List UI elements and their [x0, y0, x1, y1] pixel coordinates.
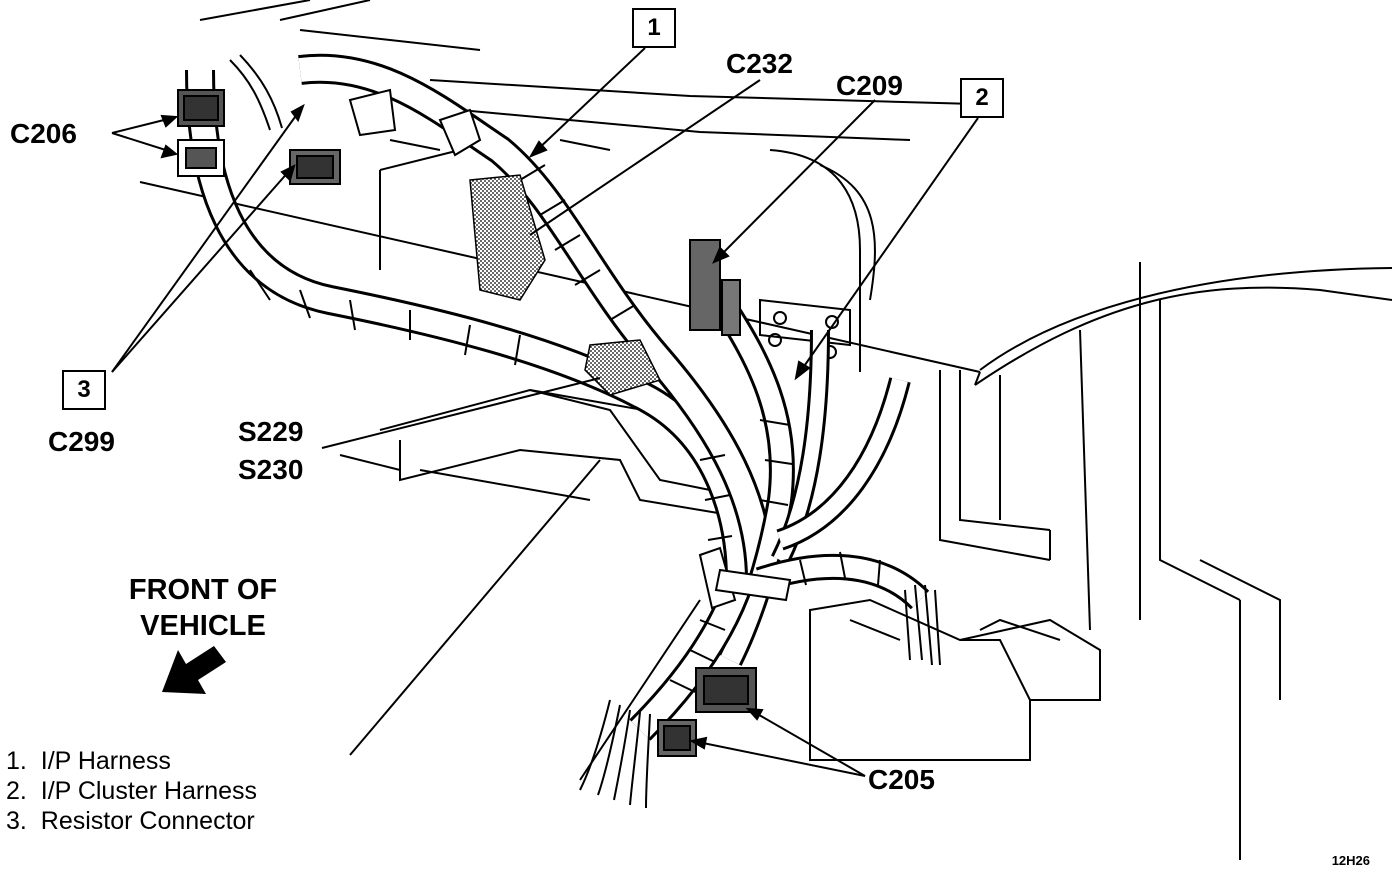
legend-item: 2. I/P Cluster Harness: [6, 776, 257, 806]
legend-item-number: 3.: [6, 807, 27, 835]
ip-harness-bundle: [185, 53, 941, 809]
callout-c299: C299: [48, 426, 115, 457]
legend-item: 1. I/P Harness: [6, 746, 257, 776]
legend: 1. I/P Harness 2. I/P Cluster Harness 3.…: [6, 746, 257, 836]
legend-item-text: Resistor Connector: [40, 807, 255, 835]
connectors: [177, 88, 792, 757]
front-of-vehicle-line2: VEHICLE: [140, 610, 266, 642]
figure-code: 12H26: [1331, 853, 1370, 868]
callout-c206: C206: [10, 118, 77, 149]
callout-c209: C209: [836, 70, 903, 101]
item-box-2: 2: [960, 78, 1004, 118]
legend-item: 3. Resistor Connector: [6, 806, 257, 836]
leader-lines: [111, 47, 979, 777]
callout-c232: C232: [726, 48, 793, 79]
callout-s230: S230: [238, 454, 304, 485]
front-direction-arrow-icon: [162, 646, 226, 694]
callout-s229: S229: [238, 416, 304, 447]
front-of-vehicle-line1: FRONT OF: [128, 574, 278, 606]
stippled-splice-areas: [469, 174, 662, 396]
front-of-vehicle-label: FRONT OF VEHICLE: [118, 572, 288, 644]
legend-item-number: 2.: [6, 777, 27, 805]
item-box-1: 1: [632, 8, 676, 48]
legend-item-text: I/P Harness: [40, 747, 171, 775]
callout-c205: C205: [868, 764, 935, 795]
legend-item-text: I/P Cluster Harness: [40, 777, 258, 805]
legend-item-number: 1.: [6, 747, 27, 775]
item-box-3: 3: [62, 370, 106, 410]
